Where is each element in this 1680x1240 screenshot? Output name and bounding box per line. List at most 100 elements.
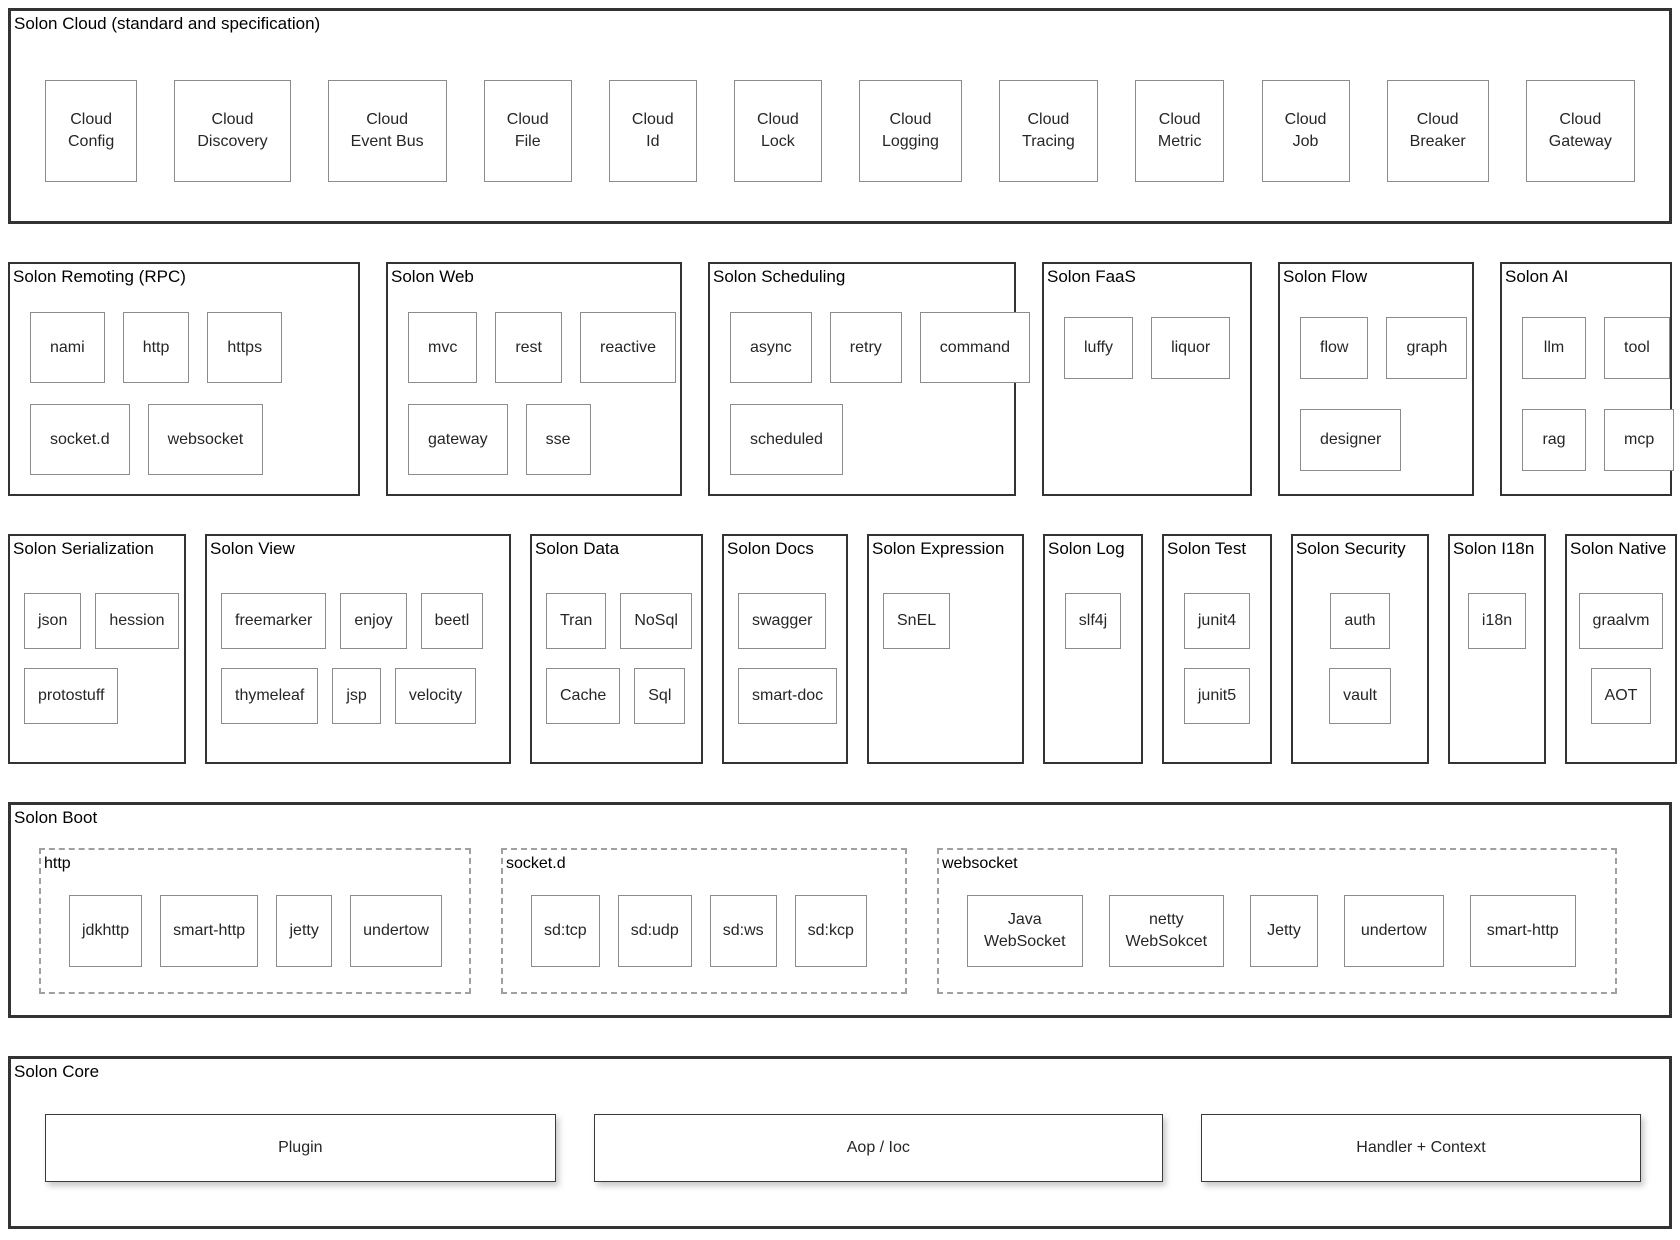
box-cloud-discovery: Cloud Discovery	[174, 79, 291, 182]
box-slf4j: slf4j	[1064, 592, 1122, 649]
box-graph: graph	[1386, 316, 1468, 379]
box-sd-ws: sd:ws	[709, 894, 777, 967]
section-title-solon-native: Solon Native	[1570, 539, 1667, 558]
item-row: designer	[1300, 408, 1402, 471]
box-tool: tool	[1604, 316, 1670, 379]
box-flow: flow	[1300, 316, 1369, 379]
box-aot: AOT	[1590, 667, 1652, 724]
box-hession: hession	[95, 592, 179, 649]
box-jsp: jsp	[332, 667, 381, 724]
box-cloud-gateway: Cloud Gateway	[1525, 79, 1635, 182]
item-row: protostuff	[24, 667, 119, 724]
box-enjoy: enjoy	[340, 592, 407, 649]
box-netty-websokcet: netty WebSokcet	[1108, 894, 1225, 967]
box-cloud-file: Cloud File	[483, 79, 572, 182]
box-command: command	[919, 311, 1031, 383]
faas-items: luffy liquor	[1064, 316, 1250, 379]
box-sd-udp: sd:udp	[617, 894, 692, 967]
expression-items: SnEL	[883, 592, 1022, 649]
box-cache: Cache	[546, 667, 621, 724]
box-https: https	[207, 311, 283, 383]
item-row: luffy liquor	[1064, 316, 1231, 379]
box-nami: nami	[30, 311, 105, 383]
box-freemarker: freemarker	[221, 592, 327, 649]
box-llm: llm	[1522, 316, 1586, 379]
box-java-websocket: Java WebSocket	[967, 894, 1083, 967]
section-title-solon-web: Solon Web	[391, 267, 474, 286]
section-title-solon-scheduling: Solon Scheduling	[713, 267, 846, 286]
box-junit5: junit5	[1183, 667, 1251, 724]
box-swagger: swagger	[738, 592, 827, 649]
section-title-solon-remoting-rpc: Solon Remoting (RPC)	[13, 267, 186, 286]
box-sd-kcp: sd:kcp	[794, 894, 867, 967]
box-jdkhttp: jdkhttp	[69, 894, 143, 967]
section-title-solon-expression: Solon Expression	[872, 539, 1005, 558]
item-row: junit4	[1183, 592, 1251, 649]
box-handler-context: Handler + Context	[1201, 1113, 1641, 1182]
item-row: gateway sse	[408, 403, 591, 475]
box-sse: sse	[525, 403, 591, 475]
box-i18n: i18n	[1467, 592, 1527, 649]
box-luffy: luffy	[1064, 316, 1134, 379]
section-title-solon-cloud: Solon Cloud (standard and specification)	[14, 14, 321, 33]
box-cloud-job: Cloud Job	[1261, 79, 1350, 182]
box-reactive: reactive	[580, 311, 677, 383]
box-cloud-metric: Cloud Metric	[1134, 79, 1225, 182]
box-jetty: Jetty	[1250, 894, 1318, 967]
box-retry: retry	[829, 311, 902, 383]
item-row: scheduled	[730, 403, 843, 475]
box-designer: designer	[1300, 408, 1402, 471]
item-row: Java WebSocket netty WebSokcet Jetty undert…	[967, 894, 1576, 967]
item-row: swagger	[738, 592, 827, 649]
box-mcp: mcp	[1604, 408, 1675, 471]
item-row: vault	[1329, 667, 1391, 724]
box-auth: auth	[1330, 592, 1390, 649]
boot-websocket-items: Java WebSocket netty WebSokcet Jetty undert…	[967, 894, 1615, 967]
box-gateway: gateway	[408, 403, 508, 475]
box-smart-http: smart-http	[160, 894, 259, 967]
section-title-solon-i18n: Solon I18n	[1453, 539, 1535, 558]
security-items: auth vault	[1329, 592, 1391, 724]
flow-items: flow graph designer	[1300, 316, 1472, 471]
box-socket-d: socket.d	[30, 403, 130, 475]
box-undertow: undertow	[1343, 894, 1444, 967]
box-smart-http: smart-http	[1469, 894, 1576, 967]
box-liquor: liquor	[1151, 316, 1231, 379]
item-row: SnEL	[883, 592, 951, 649]
item-row: flow graph	[1300, 316, 1468, 379]
box-snel: SnEL	[883, 592, 951, 649]
box-rest: rest	[495, 311, 562, 383]
section-title-solon-flow: Solon Flow	[1283, 267, 1368, 286]
item-row: i18n	[1467, 592, 1527, 649]
box-beetl: beetl	[420, 592, 484, 649]
